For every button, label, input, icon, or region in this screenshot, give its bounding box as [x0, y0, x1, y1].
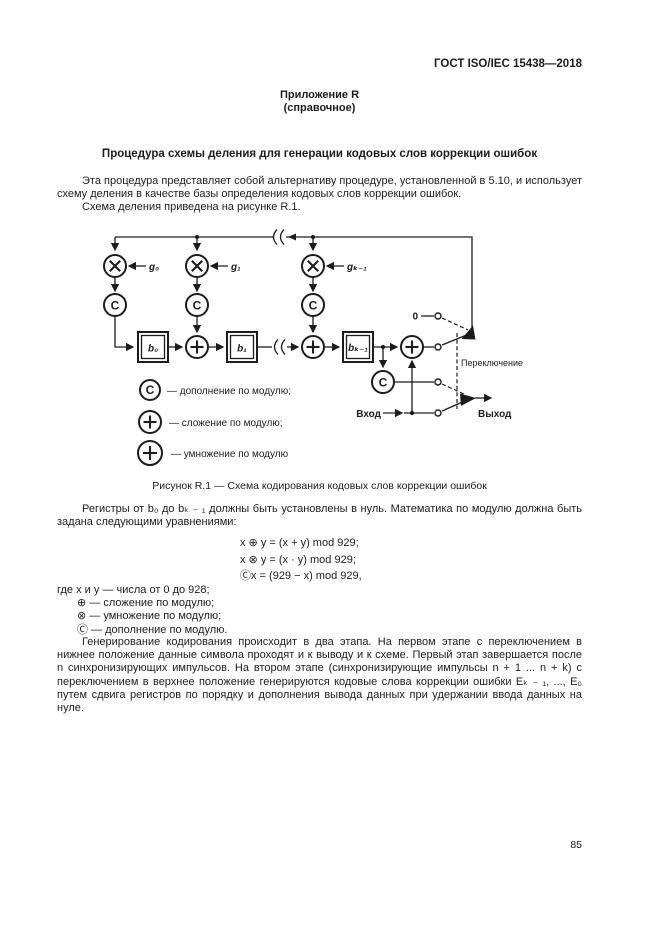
- feedback-arrowhead: [288, 233, 296, 241]
- complement-node-2: C: [185, 277, 209, 317]
- svg-text:— умножение по модулю: — умножение по модулю: [171, 449, 289, 460]
- svg-text:C: C: [379, 376, 388, 390]
- svg-text:C: C: [309, 299, 318, 313]
- legend-complement-symbol: C: [146, 383, 155, 397]
- section-title: Процедура схемы деления для генерации ко…: [101, 148, 538, 160]
- final-paragraph: Генерирование кодирования происходит в д…: [57, 636, 582, 715]
- coefficient-label-g0: g₀: [148, 262, 159, 273]
- switch-upper: 0: [412, 312, 476, 351]
- switch-lower: Вход Выход: [356, 359, 512, 420]
- standard-designation: ГОСТ ISO/IEC 15438—2018: [434, 58, 582, 70]
- intro-p1: Эта процедура представляет собой альтерн…: [57, 175, 582, 201]
- adder-node-1: [185, 316, 209, 359]
- where-item-multiply: ⊗ — умножение по модулю;: [77, 610, 222, 623]
- complement-node-output: C: [371, 370, 395, 394]
- feedback-line: [110, 229, 473, 330]
- line-break-mark: [272, 229, 278, 245]
- svg-text:b₁: b₁: [237, 344, 247, 355]
- multiply-node-g1: g₁: [185, 254, 241, 278]
- legend-complement: C — дополнение по модулю;: [139, 379, 291, 401]
- complement-node-1: C: [103, 277, 127, 317]
- registers-paragraph: Регистры от b₀ до bₖ ₋ ₁ должны быть уст…: [57, 503, 582, 529]
- zero-label: 0: [412, 312, 418, 323]
- where-block: где x и y — числа от 0 до 928; ⊕ — сложе…: [57, 584, 582, 637]
- switch-arm-pivot: [461, 325, 476, 340]
- adder-node-3: [400, 335, 424, 359]
- line-break-mark: [279, 229, 285, 245]
- complement-node-3: C: [301, 277, 325, 317]
- equations-block: x ⊕ y = (x + y) mod 929; x ⊗ y = (x · y)…: [57, 535, 582, 585]
- annex-name: Приложение R: [279, 89, 360, 101]
- line-break-mark: [280, 339, 286, 355]
- where-item-add: ⊕ — сложение по модулю;: [77, 597, 215, 610]
- switch-arm-pivot: [460, 393, 476, 406]
- equation-add: x ⊕ y = (x + y) mod 929;: [240, 537, 359, 549]
- register-box-b1: b₁: [226, 331, 258, 363]
- figure-r1-diagram: g₀ g₁ gₖ₋₁ C C C: [103, 229, 523, 466]
- legend-multiplication: — умножение по модулю: [137, 440, 289, 466]
- svg-text:— сложение по модулю;: — сложение по модулю;: [169, 418, 283, 429]
- svg-text:C: C: [193, 299, 202, 313]
- figure-caption: Рисунок R.1 — Схема кодирования кодовых …: [152, 480, 487, 492]
- svg-text:bₖ₋₁: bₖ₋₁: [348, 343, 368, 354]
- equation-multiply: x ⊗ y = (x · y) mod 929;: [240, 553, 356, 566]
- intro-paragraph: Эта процедура представляет собой альтерн…: [57, 175, 582, 215]
- where-item-complement: Ⓒ — дополнение по модулю.: [77, 623, 228, 636]
- page-number: 85: [570, 839, 582, 851]
- coefficient-label-g1: g₁: [230, 262, 241, 273]
- multiply-node-gk1: gₖ₋₁: [301, 254, 367, 278]
- legend-addition: — сложение по модулю;: [138, 410, 283, 434]
- output-label: Выход: [478, 409, 512, 420]
- annex-type: (справочное): [283, 102, 356, 114]
- adder-node-2: [301, 316, 325, 359]
- input-label: Вход: [356, 409, 381, 420]
- register-box-b0: b₀: [137, 331, 169, 363]
- where-intro: где x и y — числа от 0 до 928;: [57, 584, 210, 596]
- switch-label: Переключение: [461, 358, 523, 368]
- coefficient-label-gk1: gₖ₋₁: [346, 262, 367, 273]
- line-break-mark: [273, 339, 279, 355]
- register-box-bk1: bₖ₋₁: [342, 331, 374, 363]
- svg-text:— дополнение по модулю;: — дополнение по модулю;: [167, 386, 291, 397]
- multiply-node-g0: g₀: [103, 254, 159, 278]
- svg-text:C: C: [111, 299, 120, 313]
- annex-heading: Приложение R (справочное): [57, 89, 582, 115]
- svg-text:b₀: b₀: [148, 344, 158, 355]
- equation-complement: Ⓒx = (929 − x) mod 929,: [240, 570, 362, 582]
- intro-p2: Схема деления приведена на рисунке R.1.: [82, 201, 301, 214]
